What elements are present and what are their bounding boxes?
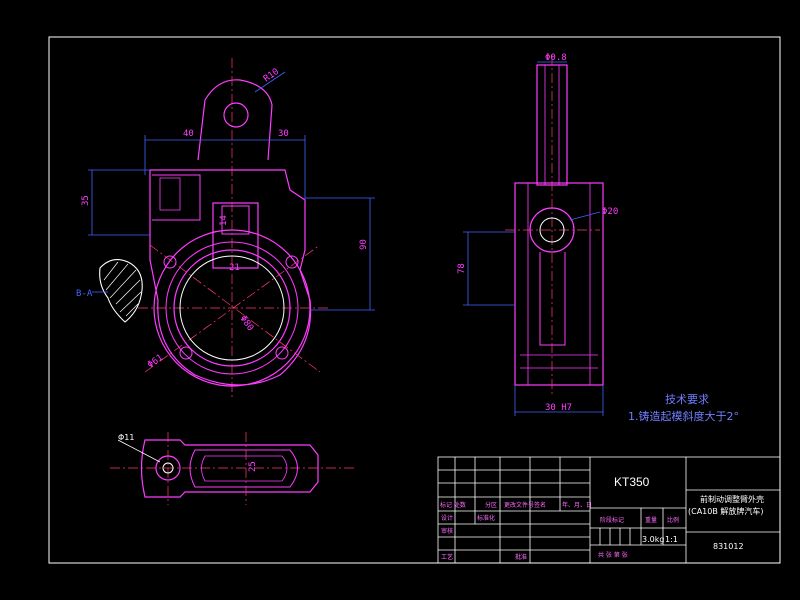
tb-row-std: 标准化 xyxy=(477,514,495,522)
tb-row-sign: 签名 xyxy=(534,501,546,509)
front-view xyxy=(88,58,375,400)
tb-row-review: 审核 xyxy=(441,527,453,535)
drawing-border xyxy=(48,36,781,564)
dim-side-hole-dia: Φ20 xyxy=(602,207,618,217)
side-view xyxy=(463,55,604,416)
dim-front-height-right: 90 xyxy=(359,239,369,250)
tb-scale: 1:1 xyxy=(665,535,678,544)
dim-front-slot-height: 14 xyxy=(219,215,229,226)
dim-bottom-hole: Φ11 xyxy=(118,433,134,442)
tb-row-changedoc: 更改文件号 xyxy=(504,501,534,509)
dim-front-slot-width: 21 xyxy=(229,263,240,273)
tb-row-design: 设计 xyxy=(441,514,453,522)
tb-label-weight: 重量 xyxy=(645,516,657,524)
tb-row-zone: 分区 xyxy=(485,501,497,509)
dim-side-top-width: Φ0.8 xyxy=(545,53,567,63)
title-block xyxy=(437,456,781,564)
tb-weight: 3.0kg xyxy=(642,535,664,544)
notes-line1: 1.铸造起模斜度大于2° xyxy=(628,409,739,423)
dim-front-bolt-circle: Φ61 xyxy=(146,353,165,371)
tb-sheets: 共 张 第 张 xyxy=(598,551,628,559)
notes-title: 技术要求 xyxy=(665,393,709,406)
tb-part-name-1: 前制动调整臂外壳 xyxy=(700,494,764,504)
tb-label-scale: 比例 xyxy=(667,516,679,524)
dim-side-bottom-width: 30 H7 xyxy=(545,403,572,413)
tb-label-stage: 阶段标记 xyxy=(600,516,624,524)
tb-row-date: 年、月、日 xyxy=(562,501,592,509)
dim-front-circle-dia: Φ80 xyxy=(238,314,256,333)
tb-row-process: 工艺 xyxy=(441,553,453,561)
tb-row-approve: 批准 xyxy=(515,553,527,561)
dim-bottom-slot: 25 xyxy=(248,461,258,472)
dim-front-width-right: 30 xyxy=(278,129,289,139)
section-hatch xyxy=(92,259,143,323)
tb-drawing-number: 831012 xyxy=(713,542,744,551)
bottom-view xyxy=(110,432,355,505)
dim-front-top-radius: R10 xyxy=(262,67,281,85)
tb-row-mark: 标记 处数 xyxy=(440,501,466,509)
tb-part-name-2: (CA10B 解放牌汽车) xyxy=(688,506,764,516)
dim-side-height: 78 xyxy=(457,263,467,274)
dim-front-width-left: 40 xyxy=(183,129,194,139)
section-label: B-A xyxy=(76,289,93,299)
tb-model: KT350 xyxy=(614,475,650,489)
dim-front-height-left: 35 xyxy=(81,195,91,206)
